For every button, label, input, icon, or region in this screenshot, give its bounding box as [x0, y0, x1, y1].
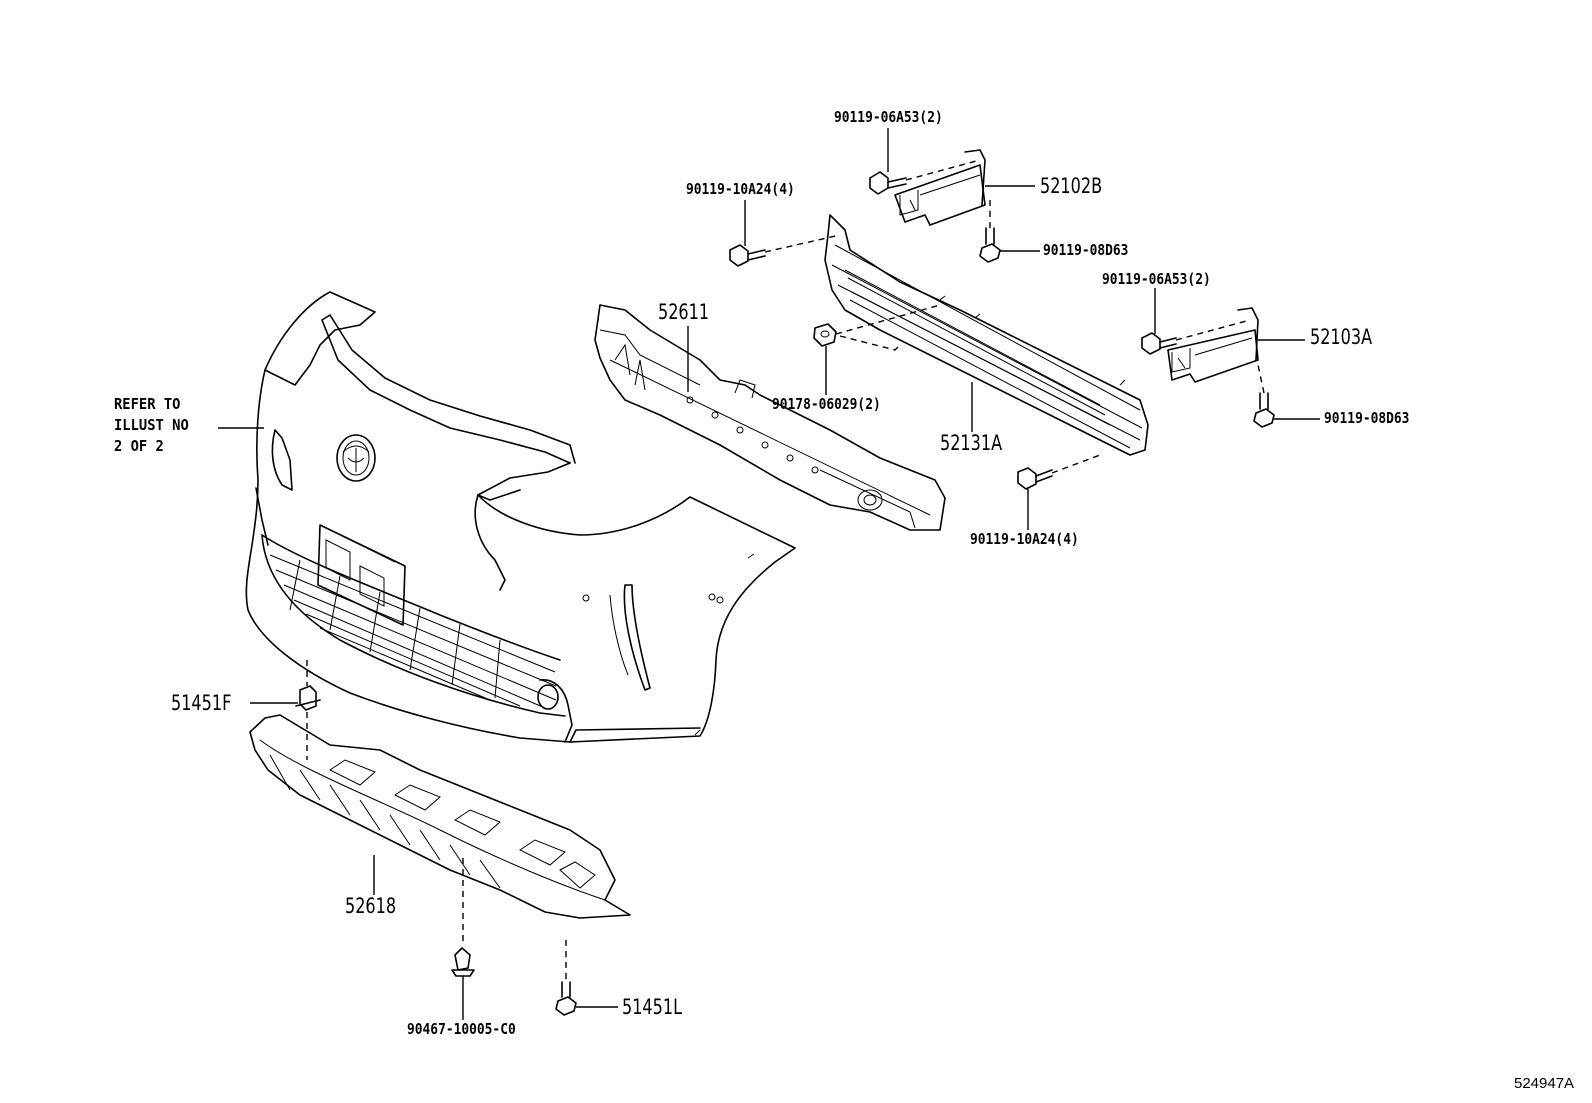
reinforcement-52131A-drawing	[824, 214, 1149, 456]
refer-note-line3: 2 OF 2	[114, 437, 164, 455]
screw-51451L-drawing	[555, 981, 577, 1016]
retainer-52103A-drawing	[1167, 307, 1259, 383]
label-part-51451L: 51451L	[622, 995, 683, 1019]
label-clip-90467: 90467-10005-C0	[407, 1020, 516, 1038]
refer-note-line1: REFER TO	[114, 395, 181, 413]
label-bolt-08D63-top: 90119-08D63	[1043, 241, 1129, 259]
bolt-06A53-top-drawing	[869, 171, 907, 195]
bolt-10A24-top-drawing	[729, 244, 766, 267]
retainer-52102B-drawing	[894, 149, 986, 226]
bolt-08D63-top-drawing	[979, 227, 1001, 263]
label-nut-06029: 90178-06029(2)	[772, 395, 881, 413]
refer-note: REFER TO ILLUST NO 2 OF 2	[114, 394, 189, 457]
figure-id: 524947A	[1514, 1075, 1575, 1092]
label-bolt-06A53-right: 90119-06A53(2)	[1102, 270, 1211, 288]
label-part-52618: 52618	[345, 894, 397, 918]
label-part-52102B: 52102B	[1040, 174, 1103, 198]
leader-lines	[218, 128, 1320, 1020]
bolt-06A53-right-drawing	[1141, 332, 1177, 355]
label-bolt-06A53-top: 90119-06A53(2)	[834, 108, 943, 126]
label-part-52611: 52611	[658, 300, 710, 324]
absorber-52611-drawing	[594, 304, 946, 531]
nut-06029-drawing	[813, 323, 837, 347]
bolt-10A24-bottom-drawing	[1017, 467, 1053, 490]
bumper-cover-drawing	[245, 291, 796, 743]
label-bolt-10A24-top: 90119-10A24(4)	[686, 180, 795, 198]
label-part-52103A: 52103A	[1310, 325, 1373, 349]
label-part-52131A: 52131A	[940, 431, 1003, 455]
assembly-lines	[306, 159, 1265, 980]
label-bolt-10A24-bottom: 90119-10A24(4)	[970, 530, 1079, 548]
label-bolt-08D63-right: 90119-08D63	[1324, 409, 1410, 427]
clip-51451F-drawing	[295, 685, 321, 711]
under-cover-52618-drawing	[249, 714, 631, 919]
clip-90467-drawing	[451, 947, 475, 977]
bolt-08D63-right-drawing	[1253, 392, 1275, 428]
label-part-51451F: 51451F	[171, 691, 232, 715]
refer-note-line2: ILLUST NO	[114, 416, 189, 434]
